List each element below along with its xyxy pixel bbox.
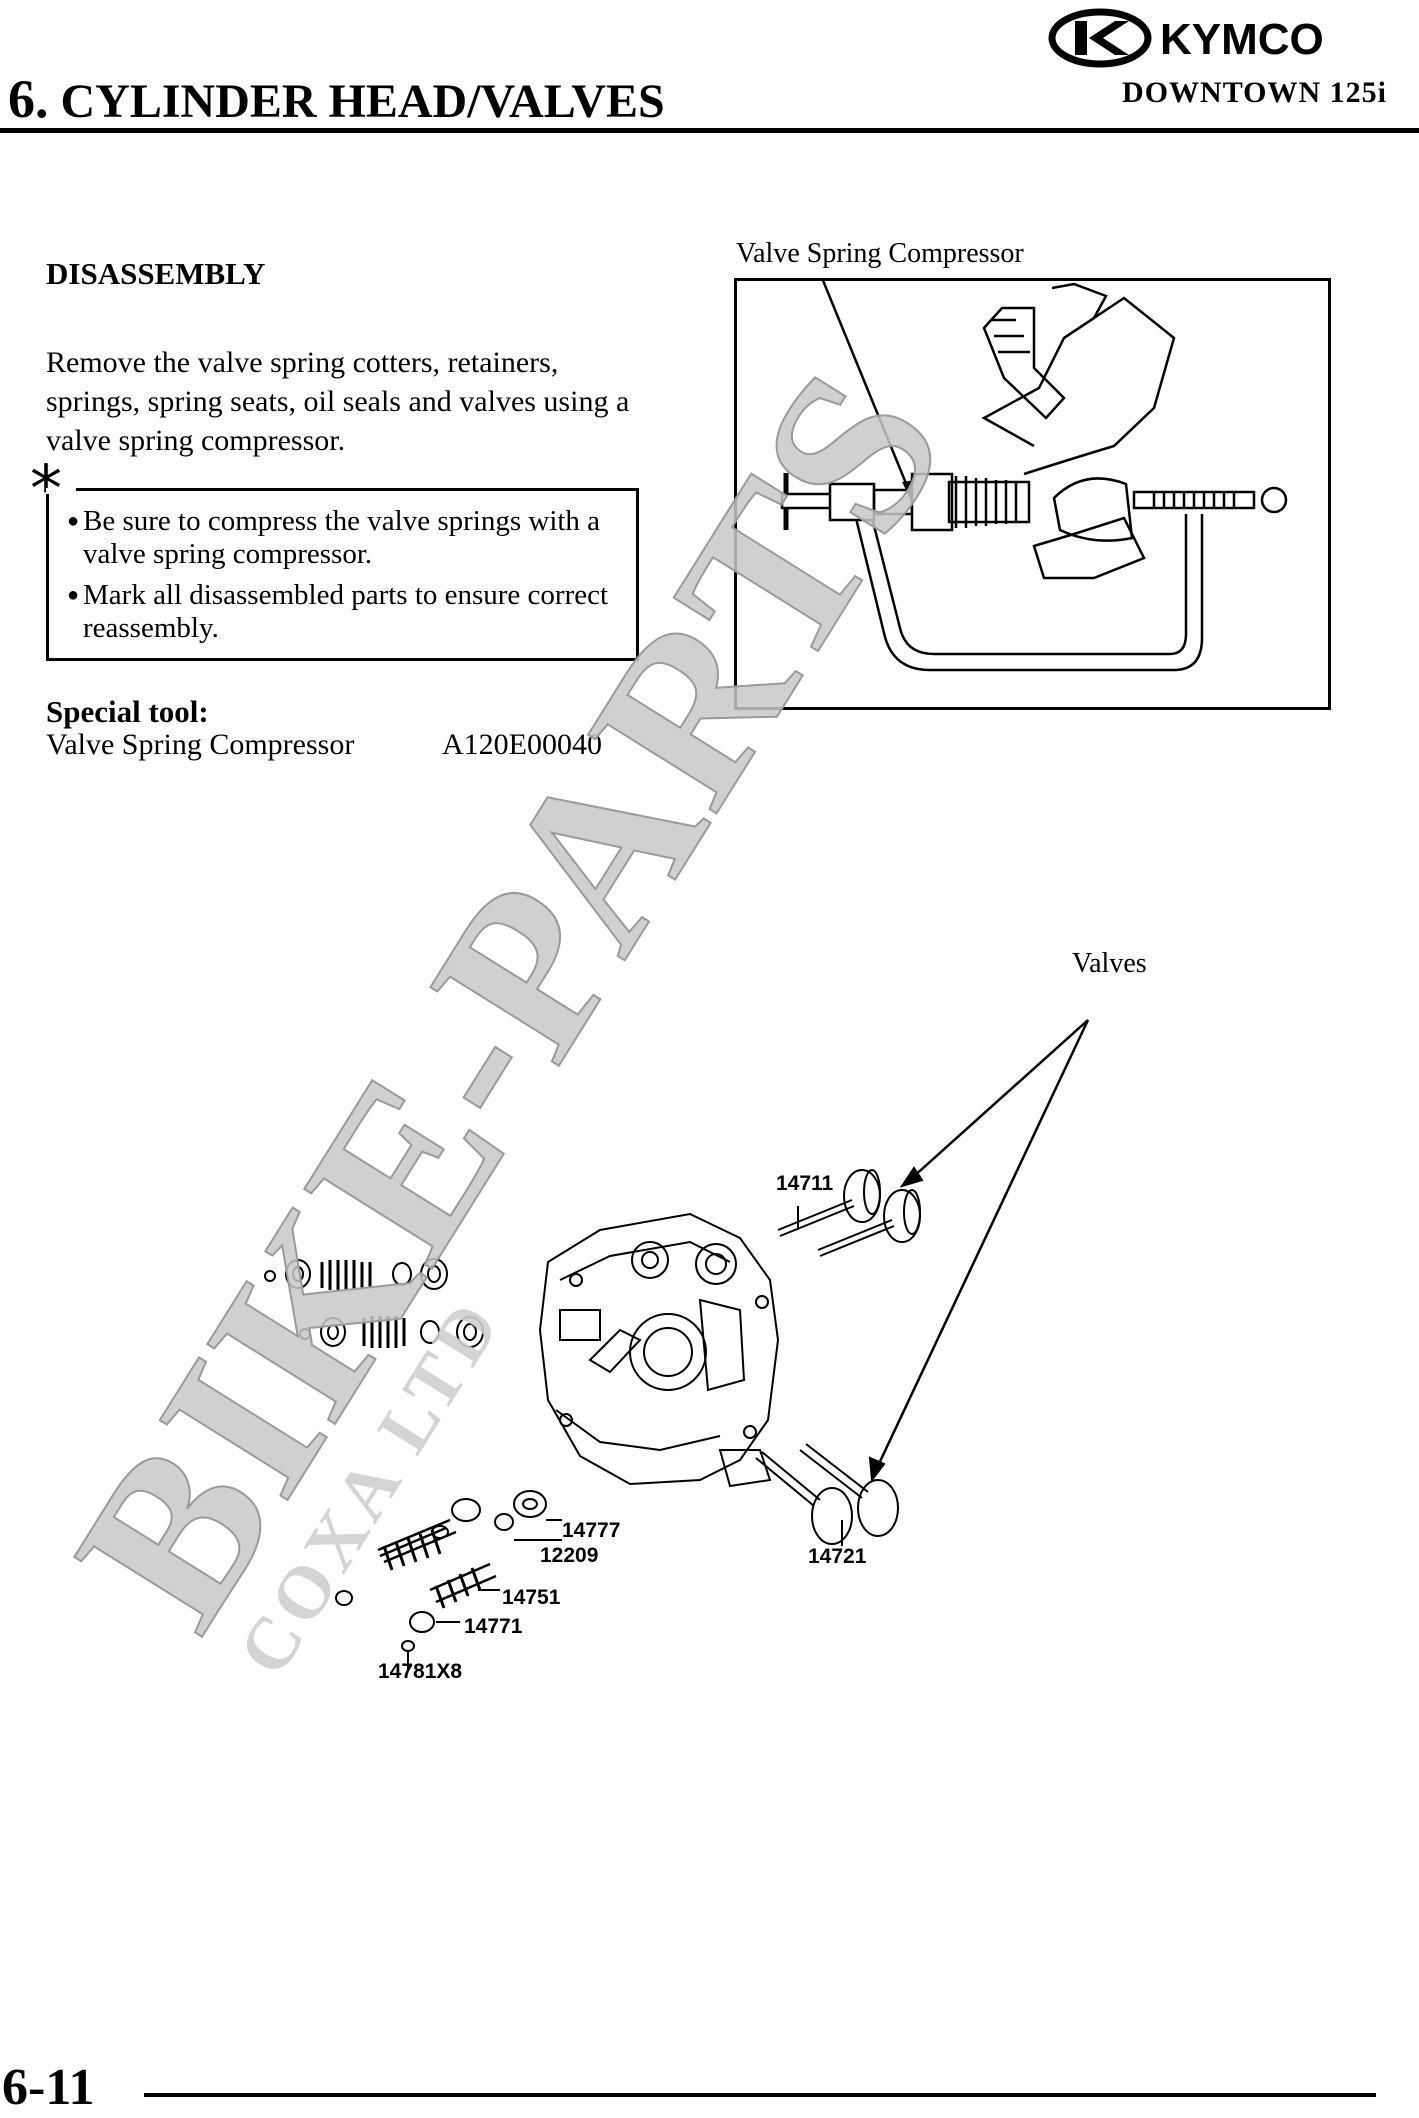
- cylinder-head-exploded-view: [264, 1019, 1090, 1670]
- part-label-14777: 14777: [562, 1519, 621, 1542]
- figure-caption-valves: Valves: [1072, 948, 1147, 979]
- bullet-icon: ●: [67, 510, 80, 532]
- part-label-14751: 14751: [502, 1586, 561, 1609]
- footer-rule: [144, 2093, 1376, 2097]
- valve-14711: [777, 1169, 921, 1257]
- note-item: ●Be sure to compress the valve springs w…: [67, 505, 601, 570]
- instruction-paragraph: Remove the valve spring cotters, retaine…: [46, 346, 630, 457]
- figure-frame: [734, 278, 1331, 710]
- bullet-icon: ●: [67, 584, 80, 606]
- valve-14721: [755, 1443, 899, 1545]
- header-rule: [0, 128, 1419, 133]
- cylinder-head-block: [538, 1212, 780, 1488]
- part-label-12209: 12209: [540, 1544, 599, 1567]
- section-heading: DISASSEMBLY: [46, 256, 266, 291]
- part-label-14721: 14721: [808, 1545, 867, 1568]
- part-label-14771: 14771: [464, 1615, 523, 1638]
- special-tool-code: A120E00040: [442, 728, 602, 761]
- spring-stack-upper: [264, 1258, 448, 1290]
- model-name: DOWNTOWN 125i: [1122, 76, 1387, 109]
- brand-text: KYMCO: [1160, 15, 1324, 64]
- kymco-logo: KYMCO: [1048, 8, 1324, 68]
- chapter-title-text: CYLINDER HEAD/VALVES: [60, 75, 665, 128]
- spring-stack-lower: [299, 1316, 484, 1348]
- chapter-title: 6. CYLINDER HEAD/VALVES: [8, 68, 665, 130]
- note-box: ●Be sure to compress the valve springs w…: [46, 488, 639, 661]
- figure-caption-compressor: Valve Spring Compressor: [736, 238, 1024, 269]
- chapter-number: 6.: [8, 69, 49, 129]
- special-tool-name: Valve Spring Compressor: [46, 728, 355, 761]
- special-tool-label: Special tool:: [46, 694, 209, 729]
- part-label-14711: 14711: [776, 1172, 834, 1195]
- page-number: 6-11: [2, 2059, 95, 2116]
- spring-parts-lower: [335, 1490, 547, 1652]
- note-item: ●Mark all disassembled parts to ensure c…: [67, 579, 609, 644]
- part-label-14781x8: 14781X8: [378, 1660, 463, 1683]
- valve-spring-compressor-illustration: [780, 278, 1288, 672]
